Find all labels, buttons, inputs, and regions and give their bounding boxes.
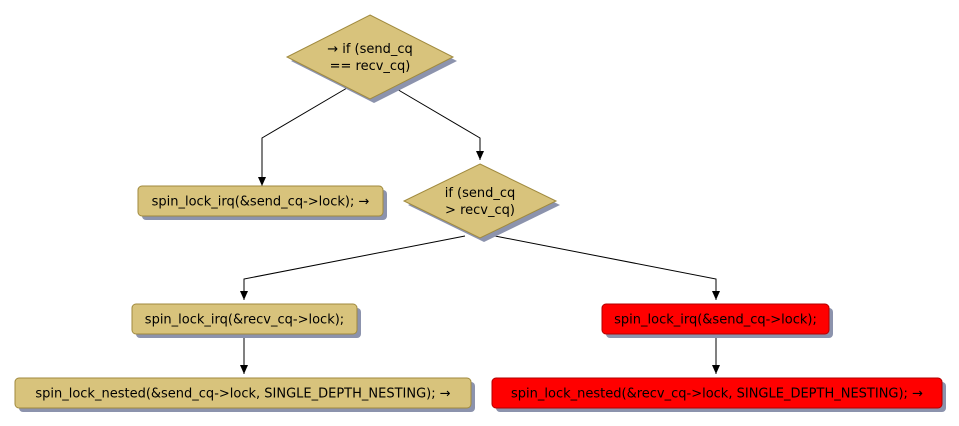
box-nested-recv: spin_lock_nested(&recv_cq->lock, SINGLE_…: [491, 377, 946, 412]
edges: [240, 87, 720, 374]
box-label: spin_lock_irq(&send_cq->lock); →: [152, 195, 370, 210]
box-label: spin_lock_irq(&recv_cq->lock);: [145, 313, 344, 328]
decision-line-2: == recv_cq): [330, 59, 411, 74]
box-lock-recv: spin_lock_irq(&recv_cq->lock);: [131, 303, 361, 338]
box-nested-send: spin_lock_nested(&send_cq->lock, SINGLE_…: [14, 377, 475, 412]
box-body: [137, 185, 384, 217]
edge-decision1-to-decision2: [394, 87, 484, 160]
box-body: [491, 377, 943, 409]
decision-line-1: → if (send_cq: [327, 42, 413, 57]
box-lock-send: spin_lock_irq(&send_cq->lock);: [601, 303, 833, 338]
decision-diamond: [402, 163, 558, 239]
box-body: [14, 377, 472, 409]
edge-decision2-to-lock-send: [494, 235, 720, 300]
box-label: spin_lock_nested(&send_cq->lock, SINGLE_…: [35, 387, 450, 402]
decision-send-gt-recv: if (send_cq > recv_cq): [402, 163, 560, 242]
decision-send-eq-recv: → if (send_cq == recv_cq): [285, 14, 457, 103]
box-label: spin_lock_irq(&send_cq->lock);: [614, 313, 817, 328]
decision-diamond: [285, 14, 455, 100]
box-label: spin_lock_nested(&recv_cq->lock, SINGLE_…: [511, 387, 923, 402]
decision-line-2: > recv_cq): [445, 203, 515, 218]
box-body: [601, 303, 830, 335]
edge-decision1-to-same-cq: [258, 87, 348, 186]
edge-decision2-to-lock-recv: [240, 235, 466, 300]
decision-line-1: if (send_cq: [445, 186, 516, 201]
box-body: [131, 303, 358, 335]
box-same-cq: spin_lock_irq(&send_cq->lock); →: [137, 185, 387, 220]
